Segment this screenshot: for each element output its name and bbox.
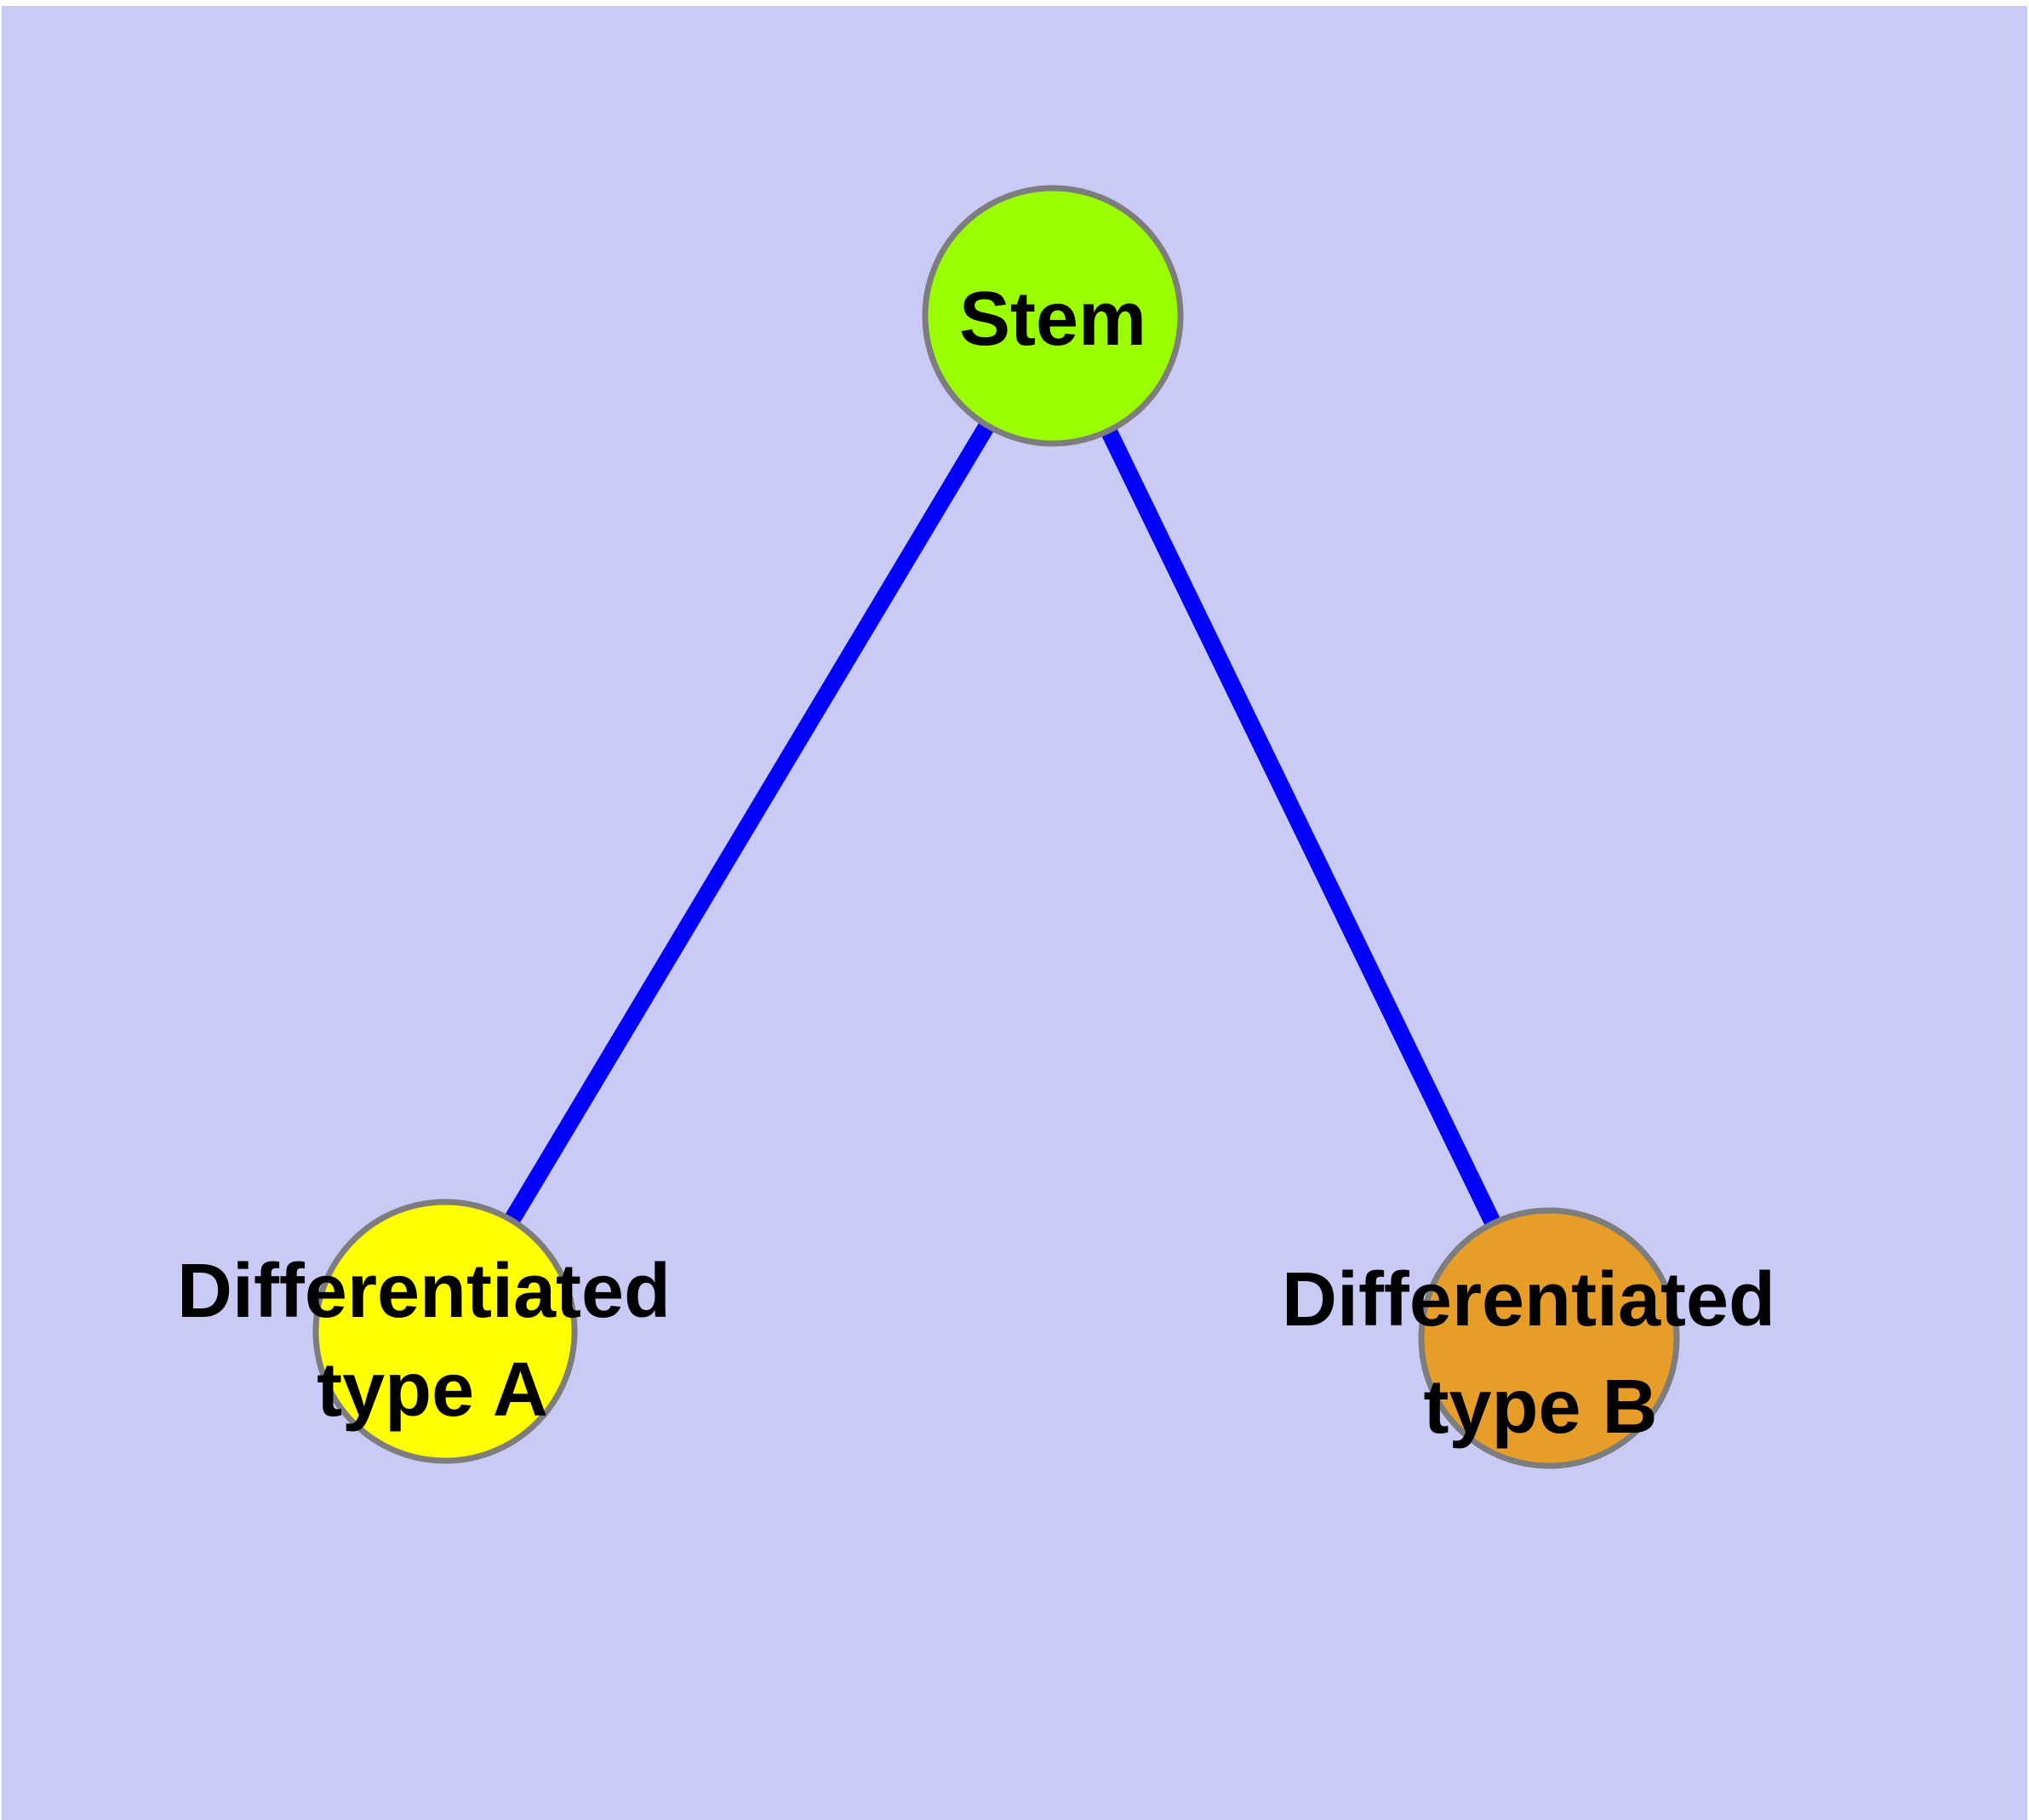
node-stem-circle <box>922 185 1184 447</box>
node-differentiated-type-a-label-line1: Differentiated <box>177 1249 671 1334</box>
edge-stem-to-type-a <box>437 311 1060 1336</box>
graph-canvas: Stem Differentiated type A Differentiate… <box>2 6 2027 1820</box>
node-differentiated-type-b-label-line1: Differentiated <box>1282 1257 1775 1342</box>
node-stem-label: Stem <box>959 277 1146 362</box>
graph-svg: Stem Differentiated type A Differentiate… <box>2 6 2027 1820</box>
node-differentiated-type-a-label-line2: type A <box>317 1348 548 1433</box>
node-differentiated-type-b-circle <box>1418 1207 1680 1469</box>
node-differentiated-type-a-circle <box>312 1199 578 1464</box>
edge-stem-to-type-b <box>1045 312 1557 1342</box>
node-differentiated-type-b-label-line2: type B <box>1423 1365 1657 1450</box>
